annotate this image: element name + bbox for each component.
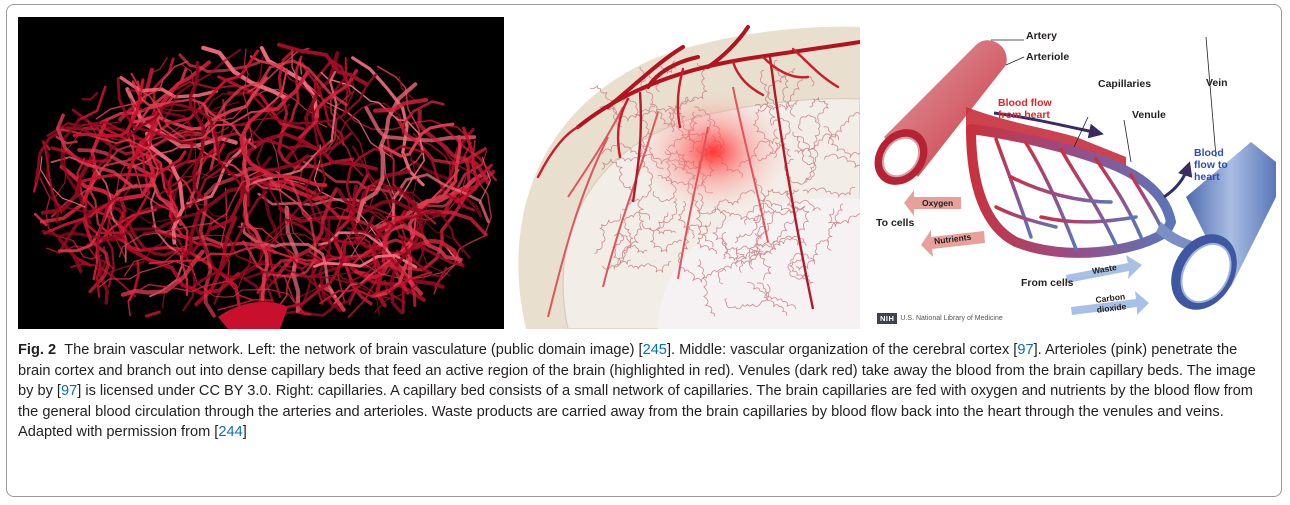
nih-credit: NIH U.S. National Library of Medicine bbox=[877, 313, 1003, 324]
figure-caption: Fig. 2 The brain vascular network. Left:… bbox=[18, 340, 1268, 443]
oxygen-text: Oxygen bbox=[922, 198, 953, 208]
artery-label: Artery bbox=[1026, 30, 1057, 42]
flow-to-heart-arrow bbox=[1164, 167, 1188, 197]
citation-link-244[interactable]: 244 bbox=[218, 424, 242, 440]
blood-flow-from-heart-label: Blood flow from heart bbox=[998, 97, 1052, 121]
venule-label: Venule bbox=[1132, 109, 1166, 121]
caption-text-1: The brain vascular network. Left: the ne… bbox=[64, 342, 642, 358]
from-cells-label: From cells bbox=[1021, 277, 1074, 289]
citation-link-97[interactable]: 97 bbox=[1017, 342, 1033, 358]
vein-label: Vein bbox=[1206, 77, 1228, 89]
figure-label: Fig. 2 bbox=[18, 342, 56, 358]
arteriole-label: Arteriole bbox=[1026, 51, 1069, 63]
brain-vasculature-image bbox=[18, 17, 504, 329]
caption-text-4: ] is licensed under CC BY 3.0. Right: ca… bbox=[18, 383, 1253, 440]
citation-link-97-second[interactable]: 97 bbox=[61, 383, 77, 399]
cortex-vascular-diagram bbox=[508, 17, 860, 329]
capillaries-label: Capillaries bbox=[1098, 78, 1151, 90]
caption-text-5: ] bbox=[243, 424, 247, 440]
carbon-dioxide-text: Carbon dioxide bbox=[1095, 291, 1127, 314]
caption-text-2: ]. Middle: vascular organization of the … bbox=[667, 342, 1017, 358]
nih-logo: NIH bbox=[877, 313, 897, 324]
blood-flow-to-heart-label: Blood flow to heart bbox=[1194, 147, 1228, 183]
citation-link-245[interactable]: 245 bbox=[643, 342, 667, 358]
capillaries-diagram: Artery Arteriole Capillaries Vein Venule… bbox=[866, 17, 1276, 333]
nlm-credit-text: U.S. National Library of Medicine bbox=[900, 315, 1002, 322]
to-cells-label: To cells bbox=[876, 217, 914, 229]
active-region bbox=[638, 92, 788, 212]
